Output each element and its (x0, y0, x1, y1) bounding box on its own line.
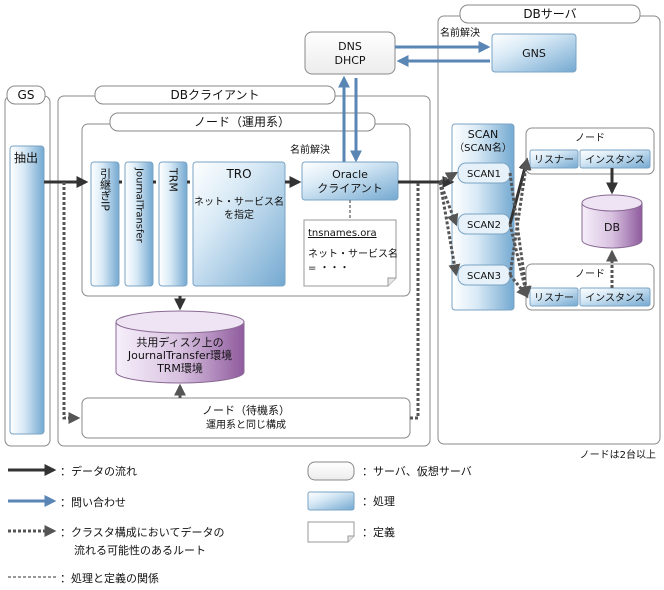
legend: ：データの流れ ：問い合わせ ：クラスタ構成においてデータの 流れる可能性のある… (8, 461, 472, 585)
tro-sub2: を指定 (224, 208, 254, 221)
scan-title-1: SCAN (468, 128, 498, 141)
tnsnames-line1: ネット・サービス名 (308, 247, 398, 260)
name-resolution-label-top: 名前解決 (440, 26, 480, 39)
db-server-frame: DBサーバ (437, 4, 661, 445)
tro-process: TRO ネット・サービス名 を指定 (192, 161, 286, 287)
legend-cluster-route-1: ：クラスタ構成においてデータの (60, 525, 224, 539)
db-node-bottom-title: ノード (575, 269, 605, 280)
node-count-note: ノードは2台以上 (580, 448, 656, 461)
cluster-route-arrows (62, 157, 618, 424)
tnsnames-line2: = ・・・ (308, 263, 350, 274)
instance-top-label: インスタンス (585, 154, 645, 166)
oracle-label-1: Oracle (332, 168, 368, 181)
shared-disk-line3: TRM環境 (156, 361, 203, 375)
legend-query: ：問い合わせ (60, 495, 126, 509)
shared-disk-line1: 共用ディスク上の (136, 335, 223, 349)
oracle-label-2: クライアント (317, 182, 383, 195)
dns-dhcp-server: DNS DHCP (304, 31, 396, 75)
dns-label: DNS (338, 40, 362, 53)
trm-process: TRM (158, 161, 188, 287)
db-client-title: DBクライアント (171, 88, 260, 102)
db-node-bottom: ノード リスナー インスタンス (525, 263, 655, 311)
oracle-client-process: Oracle クライアント (301, 161, 399, 201)
listener-top-label: リスナー (534, 154, 574, 166)
tro-label: TRO (225, 167, 251, 181)
listener-bottom-label: リスナー (534, 292, 574, 304)
db-server-title: DBサーバ (523, 7, 576, 21)
legend-process: ：処理 (362, 495, 395, 508)
scan3-box: SCAN3 (457, 264, 511, 286)
hikitsugi-ip-process: 引継ぎIP (90, 161, 120, 287)
scan-title-2: （SCAN名） (454, 141, 512, 154)
hikitsugi-ip-label: 引継ぎIP (99, 167, 112, 212)
shared-disk: 共用ディスク上の JournalTransfer環境 TRM環境 (115, 310, 245, 384)
journal-transfer-process: JournalTransfer (124, 161, 154, 287)
query-arrows (338, 41, 491, 163)
shared-disk-line2: JournalTransfer環境 (127, 348, 232, 362)
extract-process: 抽出 (9, 145, 45, 435)
node-standby-subtitle: 運用系と同じ構成 (206, 418, 286, 431)
scan1-box: SCAN1 (457, 162, 511, 184)
db-cylinder: DB (581, 194, 643, 249)
db-node-top: ノード リスナー インスタンス (525, 127, 655, 175)
tnsnames-title: tnsnames.ora (308, 228, 377, 239)
legend-cluster-route-2: 流れる可能性のあるルート (74, 543, 206, 557)
node-standby-title: ノード（待機系） (202, 403, 290, 417)
scan3-label: SCAN3 (467, 271, 501, 282)
gns-label: GNS (522, 47, 546, 60)
instance-bottom-label: インスタンス (585, 292, 645, 304)
extract-label: 抽出 (14, 151, 38, 165)
trm-label: TRM (167, 167, 180, 192)
legend-server: ：サーバ、仮想サーバ (362, 464, 472, 478)
legend-definition: ：定義 (362, 525, 395, 539)
node-standby-frame: ノード（待機系） 運用系と同じ構成 (81, 397, 411, 439)
db-node-top-title: ノード (575, 133, 605, 144)
gs-title: GS (18, 88, 35, 102)
scan1-label: SCAN1 (467, 169, 501, 180)
legend-data-flow: ：データの流れ (60, 464, 137, 478)
tnsnames-definition: tnsnames.ora ネット・サービス名 = ・・・ (303, 219, 398, 287)
name-resolution-label-left: 名前解決 (290, 143, 330, 156)
dhcp-label: DHCP (334, 54, 365, 67)
tro-sub1: ネット・サービス名 (194, 195, 284, 208)
node-active-title: ノード（運用系） (194, 115, 290, 129)
journal-transfer-label: JournalTransfer (134, 167, 145, 244)
gns-process: GNS (491, 33, 577, 73)
legend-relation: ：処理と定義の関係 (60, 571, 159, 585)
db-label: DB (604, 221, 620, 234)
scan2-box: SCAN2 (457, 213, 511, 235)
scan2-label: SCAN2 (467, 220, 501, 231)
